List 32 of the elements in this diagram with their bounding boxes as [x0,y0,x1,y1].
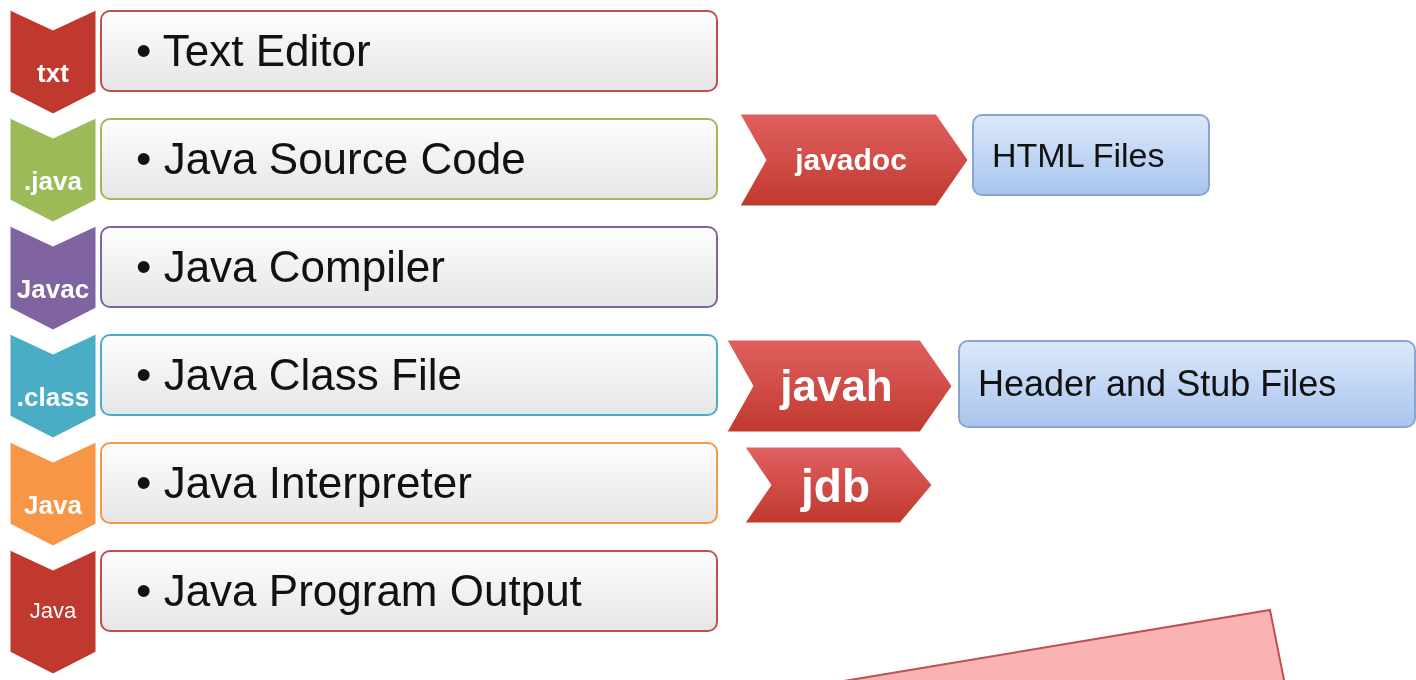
step-tag [10,10,96,114]
step-tag [10,442,96,546]
chevron-label: .class [15,382,91,413]
arrow-shape [740,114,968,206]
chevron-label: Javac [15,274,91,305]
step-tag [10,118,96,222]
output-box: Header and Stub Files [958,340,1416,428]
step-tag [10,550,96,674]
step-box [100,550,718,632]
chevron-label: Java [28,598,78,624]
step-tag [10,226,96,330]
chevron-label: jdb [799,458,871,513]
step-label: • Java Program Output [136,566,582,616]
arrow-shape [745,447,932,523]
chevron-label: javadoc [793,142,908,177]
chevron-label: javah [778,360,894,411]
step-label: • Java Source Code [136,134,526,184]
arrow-shape [727,340,952,432]
step-label: • Java Compiler [136,242,445,292]
step-box [100,10,718,92]
step-box [100,442,718,524]
step-tag [10,334,96,438]
step-box [100,226,718,308]
chevron-label: Java [23,490,83,521]
step-box [100,118,718,200]
step-label: • Java Class File [136,350,462,400]
chevron-label: .java [23,166,83,197]
chevron-label: txt [36,58,70,89]
step-label: • Text Editor [136,26,371,76]
step-label: • Java Interpreter [136,458,472,508]
step-box [100,334,718,416]
output-box: HTML Files [972,114,1210,196]
